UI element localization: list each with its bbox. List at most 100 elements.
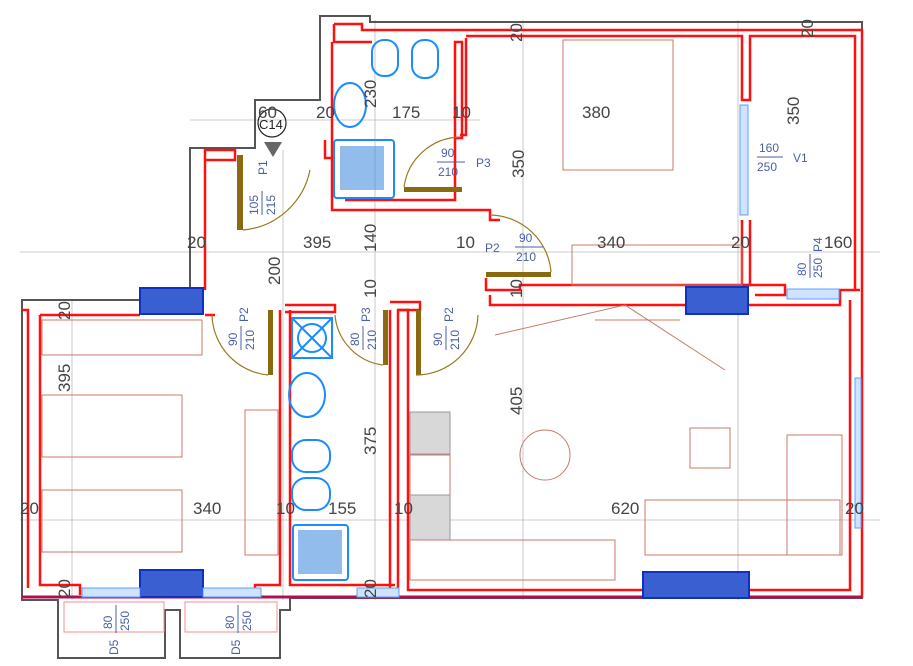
dimension-labels: 20 230 175 10 380 350 350 20 20 20 395 1… xyxy=(20,19,864,598)
svg-text:80: 80 xyxy=(223,615,237,629)
svg-text:P3: P3 xyxy=(359,307,373,322)
svg-text:V1: V1 xyxy=(793,151,808,165)
dimension: 20 xyxy=(845,499,864,518)
opening-label-p1: 105 215 P1 xyxy=(247,160,278,215)
svg-text:D5: D5 xyxy=(107,639,121,655)
window-hatched xyxy=(139,569,204,598)
window-d5-glass xyxy=(202,587,262,598)
wardrobe xyxy=(571,244,743,286)
tv-unit xyxy=(689,427,731,469)
section-arrow-icon xyxy=(264,142,282,157)
toilet-icon xyxy=(411,39,439,79)
window-hatched xyxy=(642,571,750,599)
dining-table xyxy=(519,429,571,481)
stove-icon xyxy=(409,494,451,541)
svg-text:90: 90 xyxy=(226,332,240,346)
washer-icon xyxy=(291,317,333,359)
svg-text:80: 80 xyxy=(795,262,809,276)
dimension: 405 xyxy=(507,387,526,415)
svg-text:P4: P4 xyxy=(811,237,825,252)
sink-icon xyxy=(333,82,367,128)
dimension: 20 xyxy=(316,103,335,122)
dimension: 10 xyxy=(452,103,471,122)
tag-number: 60 xyxy=(258,103,277,122)
dimension: 380 xyxy=(582,103,610,122)
svg-text:P2: P2 xyxy=(442,307,456,322)
bidet-icon xyxy=(371,39,399,77)
window-v1-glass xyxy=(739,104,749,216)
bed-single xyxy=(41,489,183,553)
sofa xyxy=(644,499,841,556)
dimension: 340 xyxy=(193,499,221,518)
opening-label-p2: P2 90 210 xyxy=(485,231,543,264)
dimension: 350 xyxy=(509,150,528,178)
opening-label-p2: 90 210 P2 xyxy=(431,307,462,350)
shower-icon xyxy=(333,139,395,199)
svg-text:210: 210 xyxy=(365,330,379,350)
dimension: 620 xyxy=(611,499,639,518)
svg-text:210: 210 xyxy=(438,165,458,179)
svg-text:210: 210 xyxy=(448,330,462,350)
dimension: 20 xyxy=(507,23,526,42)
bathroom-fixtures xyxy=(288,39,439,581)
svg-text:P3: P3 xyxy=(476,156,491,170)
hob-icon xyxy=(409,411,451,455)
opening-label-d5: D5 80 250 xyxy=(223,605,254,655)
toilet-icon xyxy=(291,477,331,511)
dimension: 155 xyxy=(328,499,356,518)
doors xyxy=(211,136,552,376)
window-hatched xyxy=(685,286,749,315)
furniture xyxy=(41,39,843,581)
dimension: 20 xyxy=(55,579,74,598)
svg-text:250: 250 xyxy=(240,611,254,631)
dimension: 230 xyxy=(361,80,380,108)
svg-text:215: 215 xyxy=(264,195,278,215)
svg-text:90: 90 xyxy=(431,332,445,346)
dimension: 340 xyxy=(597,233,625,252)
dimension: 10 xyxy=(361,279,380,298)
svg-text:250: 250 xyxy=(757,160,777,174)
svg-text:105: 105 xyxy=(247,195,261,215)
dimension: 175 xyxy=(392,103,420,122)
dimension: 395 xyxy=(55,364,74,392)
dimension: 200 xyxy=(265,257,284,285)
svg-text:90: 90 xyxy=(519,231,533,245)
svg-text:250: 250 xyxy=(811,258,825,278)
opening-labels: 105 215 P1 90 210 P3 P2 90 210 160 250 V… xyxy=(101,141,825,655)
dimension: 20 xyxy=(20,499,39,518)
svg-text:P2: P2 xyxy=(237,307,251,322)
window-d5-glass xyxy=(81,587,141,598)
opening-label-p3: 80 210 P3 xyxy=(348,307,379,350)
sink-icon xyxy=(288,372,326,418)
dimension: 20 xyxy=(55,301,74,320)
bed-single xyxy=(41,394,183,458)
dimension: 20 xyxy=(187,233,206,252)
svg-text:P2: P2 xyxy=(485,241,500,255)
section-tag: 60 C14 xyxy=(257,103,287,157)
svg-text:90: 90 xyxy=(441,146,455,160)
bed-double xyxy=(562,39,674,171)
dimension: 375 xyxy=(361,427,380,455)
dimension: 395 xyxy=(303,233,331,252)
opening-label-v1: 160 250 V1 xyxy=(757,141,808,174)
svg-text:210: 210 xyxy=(243,330,257,350)
dimension: 10 xyxy=(394,499,413,518)
dimension: 140 xyxy=(361,224,380,252)
svg-text:160: 160 xyxy=(759,141,779,155)
window-p4-glass xyxy=(786,288,840,300)
svg-text:250: 250 xyxy=(118,611,132,631)
svg-text:80: 80 xyxy=(101,615,115,629)
window-glass xyxy=(854,377,862,529)
window-hatched xyxy=(139,287,204,315)
svg-text:P1: P1 xyxy=(256,160,270,175)
dimension: 10 xyxy=(456,233,475,252)
desk xyxy=(244,409,279,556)
dimension: 20 xyxy=(798,19,817,38)
svg-text:80: 80 xyxy=(348,332,362,346)
svg-text:210: 210 xyxy=(516,250,536,264)
opening-label-p2: 90 210 P2 xyxy=(226,307,257,350)
balconies xyxy=(63,601,278,633)
dimension: 20 xyxy=(731,233,750,252)
opening-label-p3: 90 210 P3 xyxy=(437,146,491,179)
dimension: 350 xyxy=(784,97,803,125)
